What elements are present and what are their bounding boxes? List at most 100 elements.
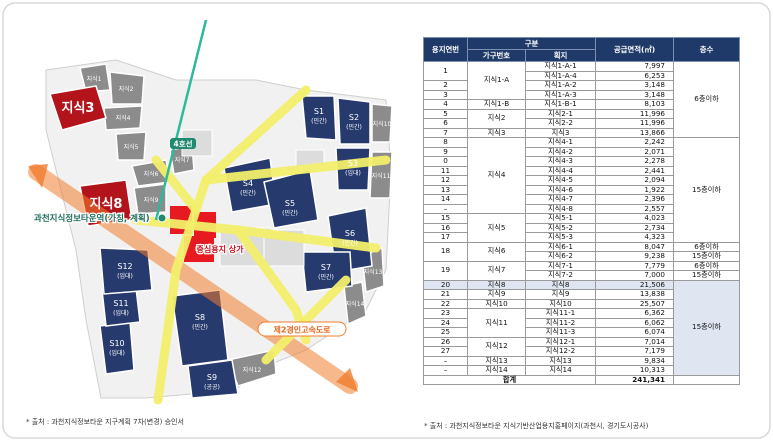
station-marker bbox=[157, 213, 167, 223]
parcel-지식1 bbox=[79, 63, 111, 93]
cell-area: 13,838 bbox=[595, 289, 674, 300]
cell-parcel: 지식11-3 bbox=[525, 327, 596, 338]
cell-lot: 6 bbox=[423, 118, 468, 129]
cell-parcel: 지식7-2 bbox=[525, 270, 596, 281]
parcel-S1 bbox=[301, 95, 337, 141]
parcel-S2 bbox=[337, 97, 371, 145]
road-label: 제2경인고속도로 bbox=[273, 325, 331, 335]
header-lot: 용지연번 bbox=[423, 37, 468, 62]
cell-block: 지식2 bbox=[467, 108, 526, 129]
cell-lot: 27 bbox=[423, 346, 468, 357]
total-floors bbox=[673, 374, 740, 385]
cell-floors: 6층이하 bbox=[673, 61, 740, 138]
cell-parcel: 지식11-1 bbox=[525, 308, 596, 319]
parcel-지식4 bbox=[103, 105, 143, 131]
cell-lot: 14 bbox=[423, 194, 468, 205]
label-지식8: 지식8 bbox=[90, 196, 123, 212]
cell-area: 9,238 bbox=[595, 251, 674, 262]
label-S8-sub: (민간) bbox=[192, 323, 208, 331]
cell-area: 7,000 bbox=[595, 270, 674, 281]
cell-block: 지식4 bbox=[467, 137, 526, 214]
cell-block: 지식1-B bbox=[467, 99, 526, 110]
cell-area: 8,103 bbox=[595, 99, 674, 110]
district-map: 4호선 S1 (민간) S2 (민간) S3 (임대) S4 (민간) S5 (… bbox=[6, 20, 410, 415]
total-area: 241,341 bbox=[595, 374, 674, 385]
label-S1: S1 bbox=[314, 107, 324, 116]
label-지식6: 지식6 bbox=[144, 170, 159, 178]
cell-area: 7,179 bbox=[595, 346, 674, 357]
cell-lot: 15 bbox=[423, 213, 468, 224]
parcel-지식14 bbox=[343, 281, 367, 326]
subway-line bbox=[154, 20, 208, 221]
label-지식1: 지식1 bbox=[87, 75, 102, 83]
label-S9-sub: (공공) bbox=[204, 384, 220, 391]
label-S11: S11 bbox=[113, 299, 128, 308]
source-caption-right: * 출처 : 과천지식정보타운 지식기반산업용지홍페이지(과천시, 경기도시공사… bbox=[424, 422, 649, 430]
label-S10: S10 bbox=[109, 339, 124, 348]
cell-area: 10,313 bbox=[595, 365, 674, 376]
label-지식4: 지식4 bbox=[116, 114, 131, 122]
plan-label: 과천지식정보타운역(가칭, 계획) bbox=[34, 213, 150, 224]
cell-block: 지식6 bbox=[467, 241, 526, 262]
cell-lot: 23 bbox=[423, 308, 468, 319]
header-group: 구분 bbox=[467, 37, 596, 50]
label-S7: S7 bbox=[321, 263, 331, 272]
cell-floors: 15층이하 bbox=[673, 279, 740, 376]
cell-lot: 18 bbox=[423, 241, 468, 262]
cell-parcel: 지식1-B-1 bbox=[525, 99, 596, 110]
label-지식10: 지식10 bbox=[373, 120, 392, 128]
station-badge bbox=[170, 138, 196, 149]
parcel-S12 bbox=[99, 247, 153, 295]
cell-floors: 15층이하 bbox=[673, 270, 740, 281]
cell-floors: 15층이하 bbox=[673, 137, 740, 243]
cell-block: 지식7 bbox=[467, 260, 526, 281]
label-지식9: 지식9 bbox=[144, 196, 159, 204]
cell-area: 3,148 bbox=[595, 80, 674, 91]
cell-lot: 2 bbox=[423, 80, 468, 91]
cell-parcel: 지식6-2 bbox=[525, 251, 596, 262]
cell-parcel: 지식1-A-2 bbox=[525, 80, 596, 91]
station-label: 4호선 bbox=[173, 139, 192, 149]
cell-lot: 8 bbox=[423, 137, 468, 148]
cell-parcel: 지식4-1 bbox=[525, 137, 596, 148]
cell-parcel: 지식5-1 bbox=[525, 213, 596, 224]
cell-lot: 19 bbox=[423, 260, 468, 281]
label-S12-sub: (임대) bbox=[117, 272, 133, 280]
cell-block: 지식3 bbox=[467, 127, 526, 138]
cell-area: 2,278 bbox=[595, 156, 674, 167]
cell-block: 지식9 bbox=[467, 289, 526, 300]
label-지식2: 지식2 bbox=[119, 85, 134, 93]
parcel-지식2 bbox=[109, 71, 145, 105]
label-S2-sub: (민간) bbox=[346, 123, 362, 131]
cell-parcel: 지식4-7 bbox=[525, 194, 596, 205]
label-지식14: 지식14 bbox=[346, 300, 365, 308]
cell-parcel: 지식12-2 bbox=[525, 346, 596, 357]
label-S7-sub: (민간) bbox=[318, 273, 334, 281]
cell-parcel: 지식9 bbox=[525, 289, 596, 300]
highway-arrow bbox=[28, 164, 358, 394]
header-parcel: 획지 bbox=[525, 49, 596, 62]
cell-block: 지식1-A bbox=[467, 61, 526, 100]
label-S6-sub: (민간) bbox=[342, 239, 358, 247]
cell-block: 지식14 bbox=[467, 365, 526, 376]
label-S5-sub: (민간) bbox=[282, 209, 298, 217]
cell-block: 지식12 bbox=[467, 336, 526, 357]
label-S4: S4 bbox=[243, 179, 253, 188]
label-지식13: 지식13 bbox=[364, 268, 383, 276]
parcel-S9 bbox=[187, 359, 239, 399]
header-floors: 층수 bbox=[673, 37, 740, 62]
cell-lot: – bbox=[423, 365, 468, 376]
header-area: 공급면적(㎡) bbox=[595, 37, 674, 62]
label-지식3: 지식3 bbox=[62, 100, 95, 116]
